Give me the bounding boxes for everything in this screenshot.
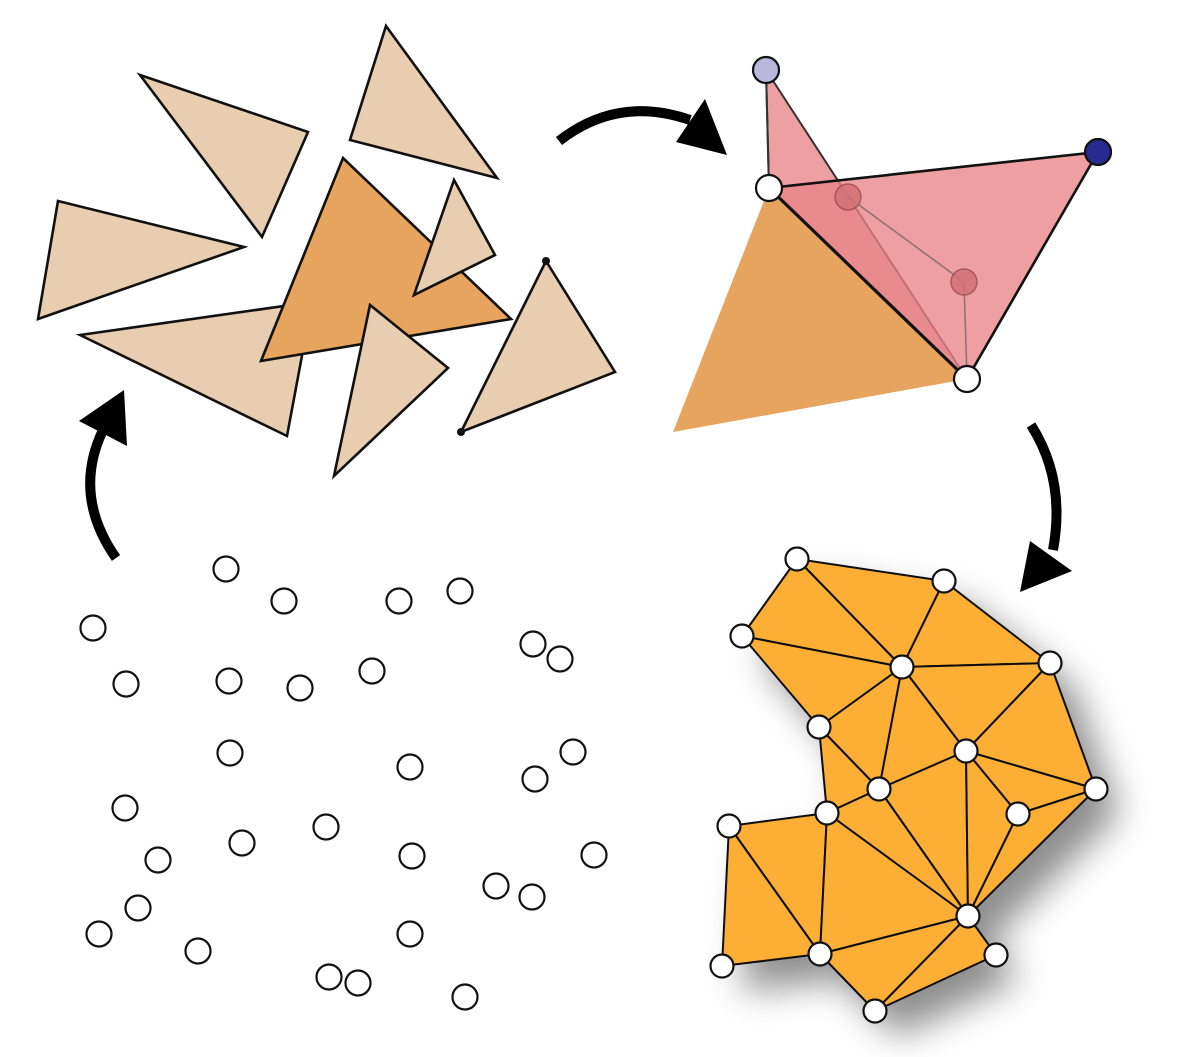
cloud-point: [286, 674, 314, 702]
mesh-vertex: [955, 903, 981, 929]
cloud-point: [344, 969, 372, 997]
cloud-point: [216, 739, 244, 767]
mesh-vertex: [1083, 776, 1109, 802]
soup-triangle: [36, 199, 249, 321]
mesh-vertex: [709, 953, 735, 979]
cloud-point: [396, 753, 424, 781]
cloud-point: [144, 846, 172, 874]
base-vertex: [952, 364, 982, 394]
vertex-dot: [542, 257, 550, 265]
cloud-point: [79, 614, 107, 642]
cloud-point: [228, 829, 256, 857]
cloud-point: [446, 577, 474, 605]
cloud-point: [315, 963, 343, 991]
soup-triangle: [458, 258, 617, 435]
mesh-vertex: [889, 654, 915, 680]
shared-edge: [767, 186, 969, 381]
soup-triangle: [75, 300, 314, 438]
cloud-point: [215, 667, 243, 695]
base-triangle: [673, 188, 967, 432]
triangle-soup: [36, 23, 617, 480]
mesh-vertex: [866, 776, 892, 802]
arrowhead: [1020, 541, 1072, 592]
hidden-edge: [847, 196, 965, 283]
cloud-point: [396, 920, 424, 948]
cloud-point: [358, 657, 386, 685]
vertex-dot: [457, 428, 465, 436]
cloud-point: [518, 883, 546, 911]
arrowhead: [79, 390, 127, 446]
triangle-mesh: [721, 558, 1097, 1012]
mesh-vertex: [1037, 650, 1063, 676]
arrowhead: [676, 99, 727, 155]
projected-point: [950, 268, 978, 296]
mesh-vertex: [983, 942, 1009, 968]
cloud-point: [385, 587, 413, 615]
cloud-point: [124, 894, 152, 922]
mesh-vertex: [807, 941, 833, 967]
cloud-point: [111, 794, 139, 822]
tetra-edge: [965, 151, 1100, 380]
arrow-tetra-to-mesh: [1026, 422, 1062, 551]
cloud-point: [519, 630, 547, 658]
cloud-point: [559, 738, 587, 766]
mesh-triangle: [874, 915, 997, 1012]
hidden-edge: [963, 281, 968, 380]
cloud-point: [212, 555, 240, 583]
tetrahedron-step: [673, 55, 1113, 432]
mesh-vertex: [716, 813, 742, 839]
cloud-point: [398, 842, 426, 870]
pipeline-arrows: [79, 99, 1072, 592]
mesh-vertex: [784, 546, 810, 572]
mesh-vertex: [862, 998, 888, 1024]
mesh-vertex: [806, 714, 832, 740]
soup-triangle: [411, 176, 497, 298]
mesh-vertex: [1005, 801, 1031, 827]
tetra-edge: [768, 150, 1099, 190]
mesh-vertices: [709, 546, 1109, 1024]
soup-triangle: [136, 72, 310, 240]
cloud-point: [112, 670, 140, 698]
mesh-triangle: [721, 825, 821, 967]
cloud-point: [451, 983, 479, 1011]
cloud-point: [546, 645, 574, 673]
cloud-point: [184, 937, 212, 965]
apex-point-light: [751, 55, 781, 85]
apex-point-dark: [1083, 137, 1113, 167]
mesh-vertex: [953, 738, 979, 764]
arrow-soup-to-tetra: [555, 106, 692, 145]
cloud-point: [482, 872, 510, 900]
mesh-vertex: [931, 568, 957, 594]
mesh-triangle: [967, 788, 1097, 917]
point-cloud: [79, 555, 608, 1011]
mesh-vertex: [729, 623, 755, 649]
cloud-point: [270, 587, 298, 615]
projected-point: [834, 183, 862, 211]
cloud-point: [312, 813, 340, 841]
base-vertex: [754, 173, 784, 203]
cloud-point: [521, 765, 549, 793]
tetra-edge: [765, 69, 770, 189]
soup-triangle: [348, 23, 501, 181]
cloud-point: [85, 920, 113, 948]
cloud-point: [580, 841, 608, 869]
arrow-cloud-to-soup: [85, 427, 121, 561]
soup-triangle: [331, 302, 450, 480]
mesh-vertex: [814, 800, 840, 826]
